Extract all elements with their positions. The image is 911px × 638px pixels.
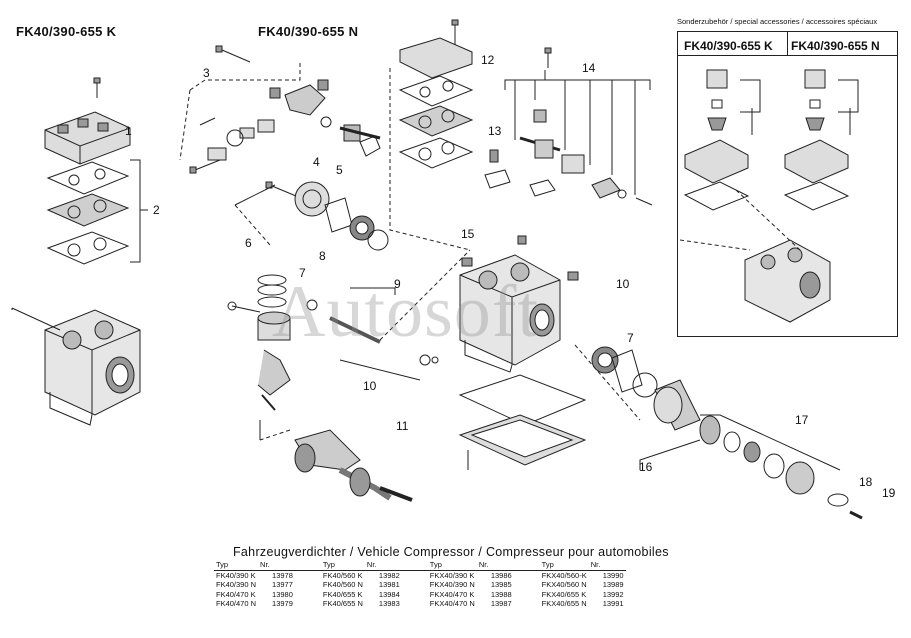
part-number-17: 17 — [795, 413, 809, 427]
number-cell: 13987 — [490, 599, 512, 609]
number-cell: 13981 — [378, 580, 400, 590]
type-cell: FK40/390 K — [216, 570, 256, 580]
accessories-heading: Sonderzubehör / special accessories / ac… — [677, 17, 878, 26]
column-header: Nr. — [258, 560, 295, 571]
part-number-13: 13 — [488, 124, 502, 138]
part-number-4: 4 — [313, 155, 320, 169]
column-header: Typ — [320, 560, 365, 571]
part-number-12: 12 — [481, 53, 495, 67]
part-number-7: 7 — [299, 266, 306, 280]
type-cell: FK40/390 N — [216, 580, 257, 590]
part-number-2: 2 — [153, 203, 160, 217]
crankshaft — [294, 429, 413, 502]
number-cell: 13985 — [490, 580, 512, 590]
part-number-19: 19 — [882, 486, 896, 500]
part-number-11: 11 — [396, 419, 409, 433]
number-cell: 13986 — [490, 570, 512, 580]
type-cell: FKX40/390 K — [429, 570, 475, 580]
number-cell: 13988 — [490, 589, 512, 599]
type-cell: FK40/655 K — [322, 589, 363, 599]
part-number-1: 1 — [125, 124, 132, 138]
number-cell: 13989 — [602, 580, 624, 590]
type-cell: FK40/560 K — [322, 570, 363, 580]
number-cell: 13991 — [602, 599, 624, 609]
table-row: FK40/470 K 13980 FK40/655 K 13984 FKX40/… — [214, 590, 626, 600]
type-cell: FK40/470 K — [216, 589, 256, 599]
table-row: FK40/390 K 13978 FK40/560 K 13982 FKX40/… — [214, 570, 626, 580]
vehicle-table-title: Fahrzeugverdichter / Vehicle Compressor … — [233, 545, 669, 559]
number-cell: 13982 — [378, 570, 400, 580]
type-cell: FKX40/470 N — [429, 599, 475, 609]
part-number-6: 6 — [245, 236, 252, 250]
number-cell: 13983 — [378, 599, 400, 609]
part-number-10b: 10 — [616, 277, 630, 291]
part-number-14: 14 — [582, 61, 596, 75]
number-cell: 13984 — [378, 589, 400, 599]
table-row: FK40/470 N 13979 FK40/655 N 13983 FKX40/… — [214, 599, 626, 609]
part-number-8: 8 — [319, 249, 326, 263]
watermark: Autosoft — [272, 271, 539, 353]
vehicle-compressor-table: Typ Nr. Typ Nr. Typ Nr. Typ Nr. FK40/390… — [214, 560, 626, 609]
column-header: Typ — [539, 560, 589, 571]
accessories-divider — [787, 31, 788, 55]
part-number-5: 5 — [336, 163, 343, 177]
accessories-header-line — [677, 55, 898, 56]
column-header: Nr. — [588, 560, 626, 571]
accessories-box — [677, 31, 898, 337]
compressor-block-left — [44, 309, 141, 426]
type-cell: FKX40/560-K — [541, 570, 587, 580]
part-number-3: 3 — [203, 66, 210, 80]
table-row: FK40/390 N 13977 FK40/560 N 13981 FKX40/… — [214, 580, 626, 590]
number-cell: 13980 — [272, 589, 293, 599]
type-cell: FKX40/470 K — [429, 589, 475, 599]
column-header: Typ — [214, 560, 259, 571]
cylinder-head-left — [44, 77, 131, 165]
number-cell: 13977 — [272, 580, 293, 590]
column-header: Typ — [427, 560, 477, 571]
type-cell: FKX40/655 N — [541, 599, 587, 609]
part-number-9: 9 — [394, 277, 401, 291]
type-cell: FKX40/560 N — [541, 580, 587, 590]
part-number-18: 18 — [859, 475, 873, 489]
number-cell: 13979 — [272, 599, 293, 609]
type-cell: FK40/655 N — [322, 599, 363, 609]
part-number-15: 15 — [461, 227, 475, 241]
accessories-col-n: FK40/390-655 N — [791, 39, 880, 53]
title-n: FK40/390-655 N — [258, 24, 359, 39]
compressor-block-center — [459, 254, 561, 373]
type-cell: FKX40/390 N — [429, 580, 475, 590]
type-cell: FK40/560 N — [322, 580, 363, 590]
column-header: Nr. — [476, 560, 514, 571]
number-cell: 13990 — [602, 570, 624, 580]
type-cell: FKX40/655 K — [541, 589, 587, 599]
accessories-col-k: FK40/390-655 K — [684, 39, 773, 53]
part-number-10: 10 — [363, 379, 377, 393]
number-cell: 13992 — [602, 589, 624, 599]
part-number-16: 16 — [639, 460, 653, 474]
type-cell: FK40/470 N — [216, 599, 257, 609]
title-k: FK40/390-655 K — [16, 24, 117, 39]
part-number-7b: 7 — [627, 331, 634, 345]
table-header-row: Typ Nr. Typ Nr. Typ Nr. Typ Nr. — [214, 560, 626, 571]
column-header: Nr. — [364, 560, 402, 571]
number-cell: 13978 — [272, 570, 293, 580]
